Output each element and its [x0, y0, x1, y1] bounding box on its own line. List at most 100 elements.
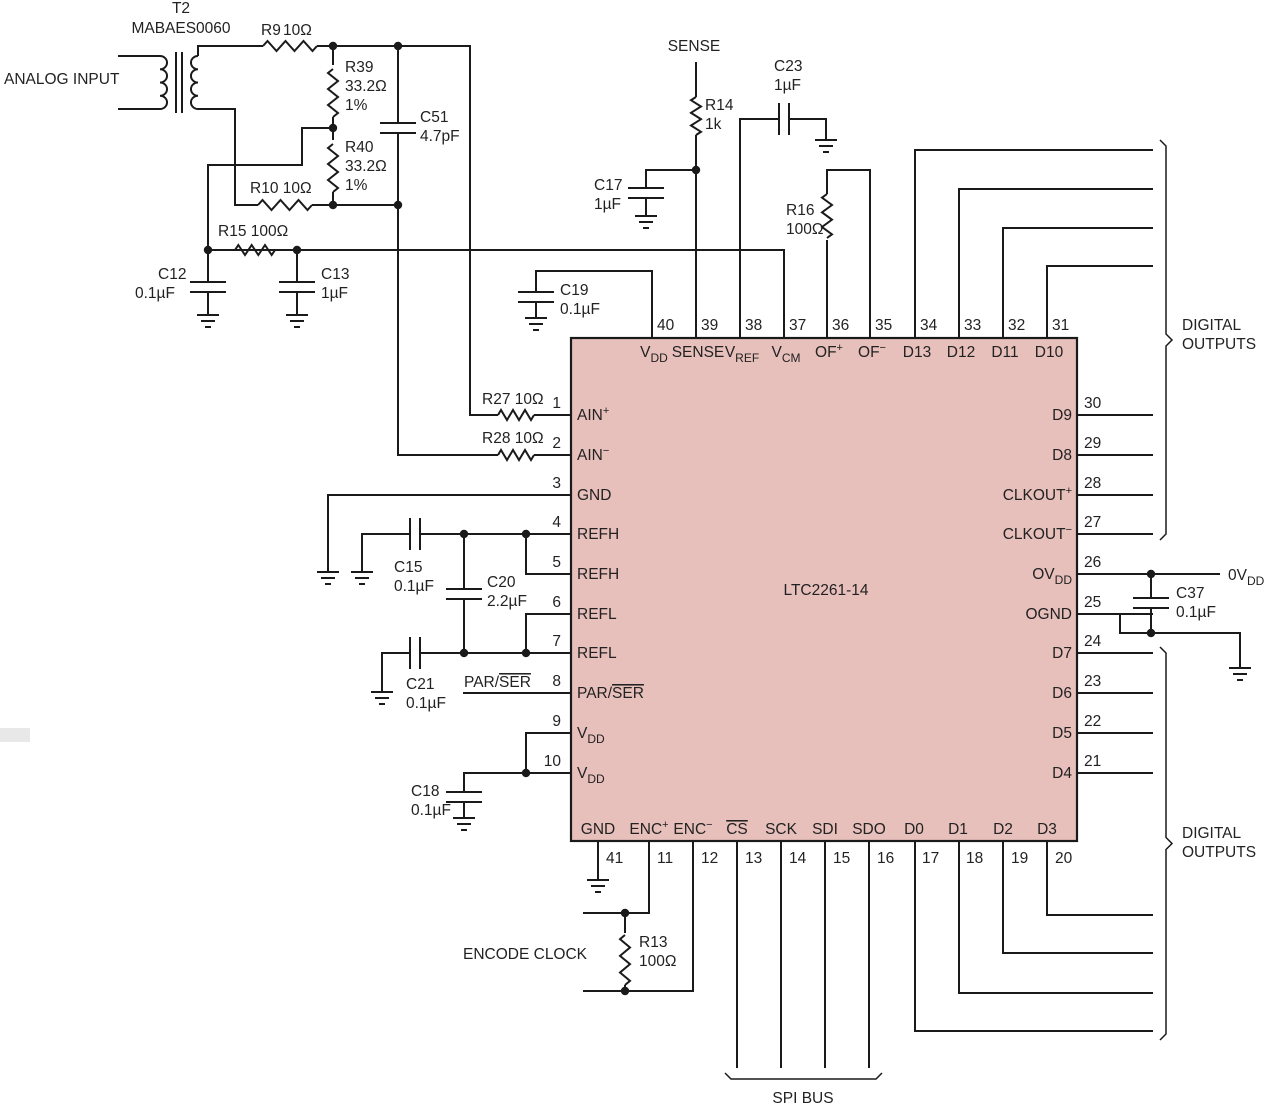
pin-number-label: 7 — [552, 633, 561, 650]
pin-name-label: D6 — [1052, 685, 1072, 702]
pin-number-label: 38 — [745, 317, 762, 334]
pin-number-label: 16 — [877, 850, 894, 867]
component-ref-label: C51 — [420, 109, 448, 126]
component-value-label: 0.1µF — [406, 695, 446, 712]
wire — [463, 772, 571, 792]
component-ref-label: C19 — [560, 282, 588, 299]
r27 — [497, 408, 535, 422]
pin-number-label: 19 — [1011, 850, 1028, 867]
pin-number-label: 36 — [832, 317, 849, 334]
pin-name-label: ENC− — [673, 819, 712, 838]
pin-number-label: 31 — [1052, 317, 1069, 334]
r28 — [497, 448, 535, 462]
component-value-label: 10Ω — [283, 22, 312, 39]
component-ref-label: C20 — [487, 574, 516, 591]
pin-name-label: VDD — [640, 344, 668, 365]
pin-name-label: D11 — [991, 344, 1018, 361]
component-value-label: 33.2Ω — [345, 158, 387, 175]
labels: LTC2261-141AIN+2AIN−3GND4REFH5REFH6REFL7… — [4, 0, 1264, 1106]
pin-name-label: VCM — [771, 344, 800, 365]
wire — [525, 534, 571, 575]
pin-number-label: 24 — [1084, 633, 1102, 650]
pin-number-label: 35 — [875, 317, 892, 334]
pin-name-label: D10 — [1035, 344, 1064, 361]
bracket-brace — [1159, 646, 1174, 1041]
pin-name-label: D3 — [1037, 821, 1057, 838]
digital-outputs-label: DIGITAL — [1182, 317, 1242, 334]
pin-number-label: 21 — [1084, 753, 1101, 770]
component-tol-label: 1% — [345, 97, 368, 114]
pin-name-label: OVDD — [1032, 566, 1072, 587]
digital-output-wire — [1046, 841, 1153, 916]
pin-number-label: 22 — [1084, 713, 1101, 730]
pin-number-label: 33 — [964, 317, 981, 334]
component-ref-label: R13 — [639, 934, 667, 951]
pin-number-label: 40 — [657, 317, 675, 334]
pin-number-label: 15 — [833, 850, 850, 867]
encode-clock-label: ENCODE CLOCK — [463, 946, 588, 963]
enc-minus-wire — [583, 841, 694, 992]
component-value-label: 1µF — [594, 196, 621, 213]
pin-number-label: 1 — [552, 395, 561, 412]
pin-name-label: SDO — [852, 821, 886, 838]
vcm-wire — [208, 249, 785, 338]
pin-number-label: 6 — [552, 594, 561, 611]
component-ref-label: C15 — [394, 559, 422, 576]
component-ref-label: R39 — [345, 59, 373, 76]
wire — [198, 108, 258, 206]
component-value-label: 1µF — [774, 77, 801, 94]
component-label: R28 10Ω — [482, 430, 544, 447]
pin-number-label: 30 — [1084, 395, 1102, 412]
component-value-label: 0.1µF — [411, 802, 451, 819]
pin-name-label: VDD — [577, 725, 605, 746]
pin-name-label: OF− — [858, 342, 886, 361]
component-value-label: 1µF — [321, 285, 348, 302]
wire — [381, 652, 410, 692]
component-ref-label: R14 — [705, 97, 734, 114]
wire — [535, 270, 653, 338]
pin-name-label: VDD — [577, 765, 605, 786]
sense-label: SENSE — [668, 38, 721, 55]
component-label: R15 100Ω — [218, 223, 288, 240]
digital-outputs-label: DIGITAL — [1182, 825, 1242, 842]
junction-dot — [1146, 628, 1156, 638]
pin-number-label: 28 — [1084, 475, 1101, 492]
pin-number-label: 2 — [552, 435, 561, 452]
transformer-part-label: MABAES0060 — [131, 20, 230, 37]
component-ref-label: C18 — [411, 783, 439, 800]
component-value-label: 1k — [705, 116, 722, 133]
pin-number-label: 17 — [922, 850, 939, 867]
components — [0, 39, 1251, 1080]
pin-number-label: 29 — [1084, 435, 1101, 452]
pin-number-label: 32 — [1008, 317, 1025, 334]
pin-number-label: 13 — [745, 850, 762, 867]
wire — [197, 45, 263, 56]
pin-name-label: PAR/SER — [577, 685, 644, 702]
component-value-label: 2.2µF — [487, 593, 527, 610]
pin-number-label: 26 — [1084, 554, 1101, 571]
pin-name-label: CLKOUT− — [1003, 524, 1072, 543]
junction-dot — [521, 648, 531, 658]
component-value-label: 4.7pF — [420, 128, 460, 145]
wire — [397, 133, 498, 456]
pin-name-label: REFL — [577, 606, 617, 623]
digital-outputs-label: OUTPUTS — [1182, 336, 1256, 353]
junction-dot — [620, 986, 630, 996]
component-label: R10 10Ω — [250, 180, 312, 197]
pin-number-label: 10 — [544, 753, 562, 770]
pin-name-label: D13 — [903, 344, 931, 361]
pin-number-label: 8 — [552, 673, 561, 690]
wire — [317, 45, 498, 416]
wire — [327, 494, 571, 572]
pin-name-label: OF+ — [815, 342, 843, 361]
wire — [361, 533, 410, 572]
wire — [739, 118, 779, 338]
pin-name-label: D0 — [904, 821, 924, 838]
pin-name-label: D9 — [1052, 407, 1072, 424]
pin-name-label: SDI — [812, 821, 838, 838]
pin-number-label: 41 — [606, 850, 623, 867]
digital-output-wire — [958, 188, 1153, 338]
r14 — [689, 96, 703, 136]
pin-name-label: CS — [726, 821, 748, 838]
spi-bracket — [724, 1072, 883, 1080]
